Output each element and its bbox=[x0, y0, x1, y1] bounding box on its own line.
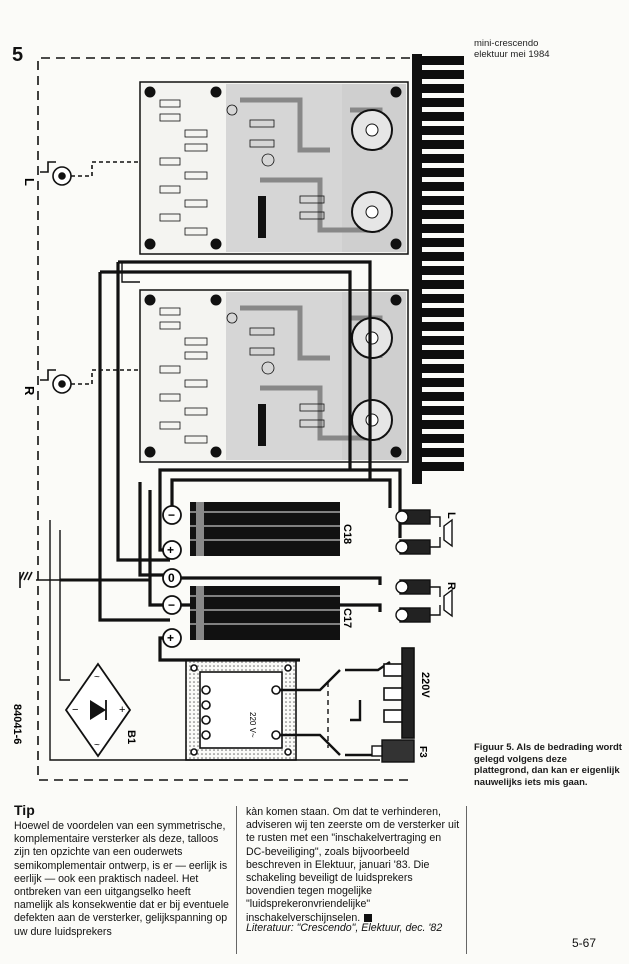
input-jack-right bbox=[40, 369, 140, 394]
chassis-outline bbox=[37, 57, 412, 781]
label-speaker-left: L bbox=[445, 512, 457, 519]
label-input-right: R bbox=[22, 386, 37, 396]
bridge-ac-bottom: ~ bbox=[94, 740, 100, 751]
literature-reference: Literatuur: "Crescendo", Elektuur, dec. … bbox=[246, 922, 443, 934]
drawing-code: 84041-6 bbox=[11, 704, 23, 744]
fuse-f3 bbox=[371, 739, 415, 763]
label-b1: B1 bbox=[125, 730, 137, 744]
ground-icon bbox=[19, 571, 150, 588]
amplifier-board-left bbox=[139, 81, 409, 255]
section-heading: Tip bbox=[14, 802, 35, 818]
body-column-2: kàn komen staan. Om dat te verhinderen, … bbox=[246, 806, 460, 925]
capacitor-c18 bbox=[190, 502, 340, 556]
label-speaker-right: R bbox=[445, 582, 457, 590]
page-number: 5-67 bbox=[572, 936, 597, 950]
amplifier-board-right bbox=[139, 289, 409, 463]
figure-caption: Figuur 5. Als de bedrading wordt gelegd … bbox=[474, 742, 622, 788]
header-line-2: elektuur mei 1984 bbox=[474, 49, 550, 60]
bridge-ac-top: ~ bbox=[94, 672, 100, 683]
wiring-diagram: L R C18 C17 − + 0 − + bbox=[11, 54, 464, 781]
end-mark-icon bbox=[364, 913, 373, 922]
transformer-voltage: 220 V~ bbox=[248, 712, 257, 738]
speaker-right-icon bbox=[430, 586, 453, 618]
terminal-minus-1: − bbox=[168, 508, 175, 522]
mains-connector bbox=[383, 647, 415, 739]
label-c17: C17 bbox=[341, 608, 353, 628]
bridge-plus: + bbox=[119, 704, 125, 716]
label-c18: C18 bbox=[341, 524, 353, 544]
speaker-terminals bbox=[395, 509, 431, 623]
body-column-1: Hoewel de voordelen van een symmetrische… bbox=[14, 820, 229, 938]
terminal-plus-1: + bbox=[167, 543, 174, 557]
column-divider-right bbox=[466, 806, 467, 954]
terminal-zero: 0 bbox=[168, 571, 175, 585]
label-f3: F3 bbox=[417, 746, 428, 758]
header-line-1: mini-crescendo bbox=[474, 38, 539, 49]
bridge-rectifier-b1 bbox=[64, 662, 132, 758]
heatsink bbox=[412, 54, 464, 484]
figure-number: 5 bbox=[12, 44, 24, 66]
transformer bbox=[185, 659, 297, 761]
capacitor-c17 bbox=[190, 586, 340, 640]
label-mains: 220V bbox=[419, 672, 431, 698]
terminal-minus-2: − bbox=[168, 598, 175, 612]
body-column-2-text: kàn komen staan. Om dat te verhinderen, … bbox=[246, 806, 460, 924]
bridge-minus: − bbox=[72, 704, 78, 716]
terminal-plus-2: + bbox=[167, 631, 174, 645]
column-divider bbox=[236, 806, 237, 954]
label-input-left: L bbox=[22, 178, 37, 186]
running-header: mini-crescendo elektuur mei 1984 bbox=[474, 38, 550, 60]
speaker-left-icon bbox=[430, 516, 453, 548]
input-jack-left bbox=[40, 161, 140, 186]
supply-terminals bbox=[162, 505, 182, 648]
